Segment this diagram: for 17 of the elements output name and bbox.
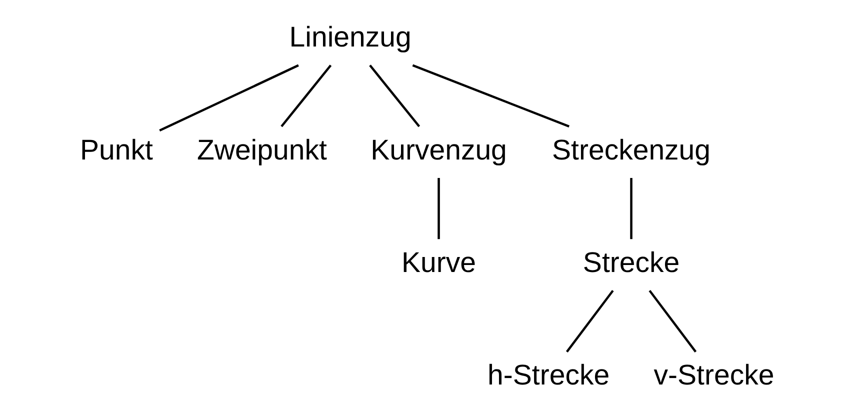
node-text: Kurve bbox=[401, 246, 476, 279]
node-text: v-Strecke bbox=[653, 360, 774, 392]
node-text: Punkt bbox=[80, 134, 152, 166]
connector bbox=[368, 64, 420, 128]
node-text: Zweipunkt bbox=[196, 134, 326, 166]
connector bbox=[280, 64, 332, 128]
connector bbox=[648, 290, 696, 352]
node-text: Strecke bbox=[582, 246, 680, 279]
node-text: Streckenzug bbox=[552, 134, 710, 166]
connector bbox=[158, 64, 298, 132]
node-text: Linienzug bbox=[288, 22, 411, 54]
connector bbox=[565, 290, 614, 352]
connector bbox=[437, 178, 440, 240]
connector bbox=[630, 178, 632, 240]
node-text: Kurvenzug bbox=[370, 134, 506, 166]
node-text: h-Strecke bbox=[487, 360, 610, 392]
connector bbox=[412, 64, 570, 128]
